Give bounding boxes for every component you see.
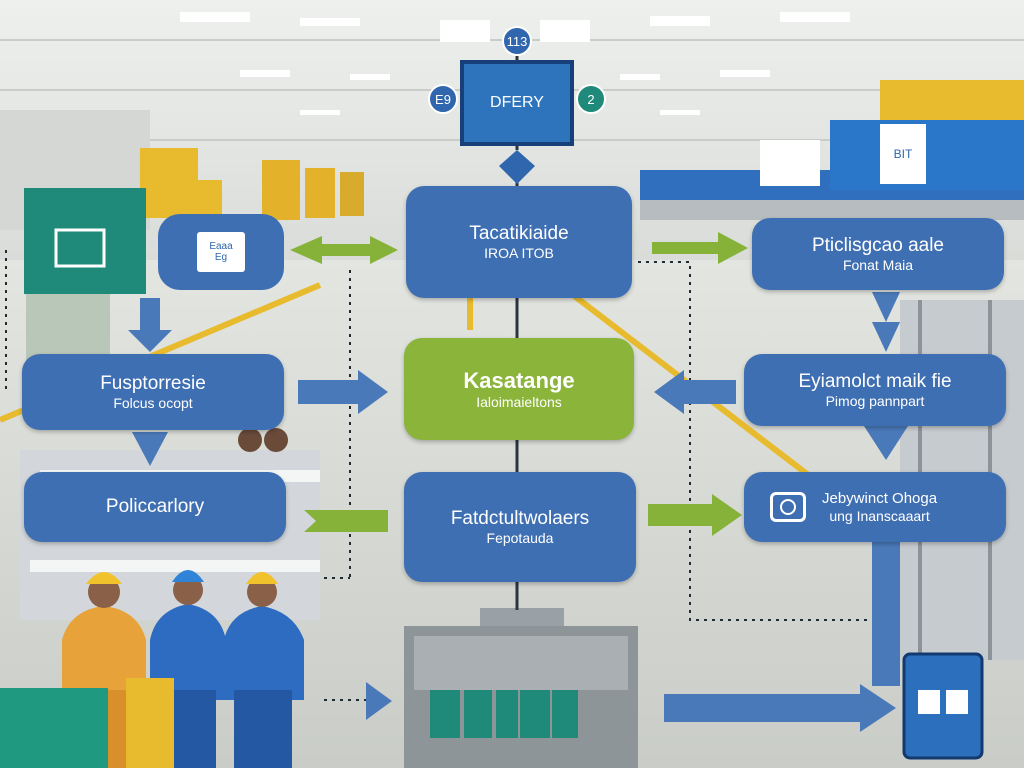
- badge-left: E9: [428, 84, 458, 114]
- ceiling-lights: [180, 12, 850, 115]
- machine-badge-label: BIT: [893, 147, 913, 161]
- node-right-mid-title: Eyiamolct maik fie: [798, 371, 952, 393]
- node-right-low-text: Jebywinct Ohoga ung Inanscaaart: [822, 490, 937, 523]
- document-icon: Eaaa Eg: [197, 232, 245, 272]
- badge-top: 113: [502, 26, 532, 56]
- top-process-box[interactable]: DFERY: [460, 60, 574, 146]
- document-icon-sub: Eg: [214, 252, 228, 263]
- document-icon-label: Eaaa: [209, 241, 233, 252]
- node-center-low[interactable]: Fatdctultwolaers Fepotauda: [404, 472, 636, 582]
- left-icon-card[interactable]: Eaaa Eg: [158, 214, 284, 290]
- central-machine: [404, 608, 638, 768]
- green-arrows: [290, 232, 748, 536]
- node-left-mid-title: Fusptorresie: [100, 373, 206, 395]
- decision-diamond: [499, 150, 535, 184]
- node-left-mid-sub: Folcus ocopt: [113, 394, 193, 411]
- node-right-low-sub: ung Inanscaaart: [829, 507, 930, 524]
- node-center-top[interactable]: Tacatikiaide IROA ITOB: [406, 186, 632, 298]
- worker-blue-2: [224, 572, 304, 768]
- node-center-low-sub: Fepotauda: [486, 529, 554, 546]
- node-center-top-title: Tacatikiaide: [469, 223, 569, 245]
- node-center-mid[interactable]: Kasatange Ialoimaieltons: [404, 338, 634, 440]
- node-left-low[interactable]: Policcarlory: [24, 472, 286, 542]
- node-right-mid[interactable]: Eyiamolct maik fie Pimog pannpart: [744, 354, 1006, 426]
- node-center-low-title: Fatdctultwolaers: [450, 508, 590, 530]
- node-left-mid[interactable]: Fusptorresie Folcus ocopt: [22, 354, 284, 430]
- machine-badge-card: BIT: [882, 128, 924, 180]
- node-right-top-sub: Fonat Maia: [842, 256, 914, 273]
- blue-arrows: [128, 292, 908, 732]
- node-center-mid-sub: Ialoimaieltons: [476, 393, 562, 410]
- node-right-low[interactable]: Jebywinct Ohoga ung Inanscaaart: [744, 472, 1006, 542]
- node-right-top[interactable]: Pticlisgcao aale Fonat Maia: [752, 218, 1004, 290]
- node-right-mid-sub: Pimog pannpart: [825, 392, 925, 409]
- camera-icon: [770, 492, 806, 522]
- recycle-bin: [902, 652, 984, 760]
- top-process-label: DFERY: [490, 94, 544, 111]
- badge-right: 2: [576, 84, 606, 114]
- node-right-low-title: Jebywinct Ohoga: [822, 490, 938, 508]
- node-left-low-title: Policcarlory: [105, 496, 205, 518]
- node-center-top-sub: IROA ITOB: [484, 244, 554, 261]
- left-machinery: [0, 110, 364, 364]
- node-right-top-title: Pticlisgcao aale: [811, 235, 945, 257]
- workers: [0, 570, 304, 768]
- node-center-mid-title: Kasatange: [463, 368, 575, 394]
